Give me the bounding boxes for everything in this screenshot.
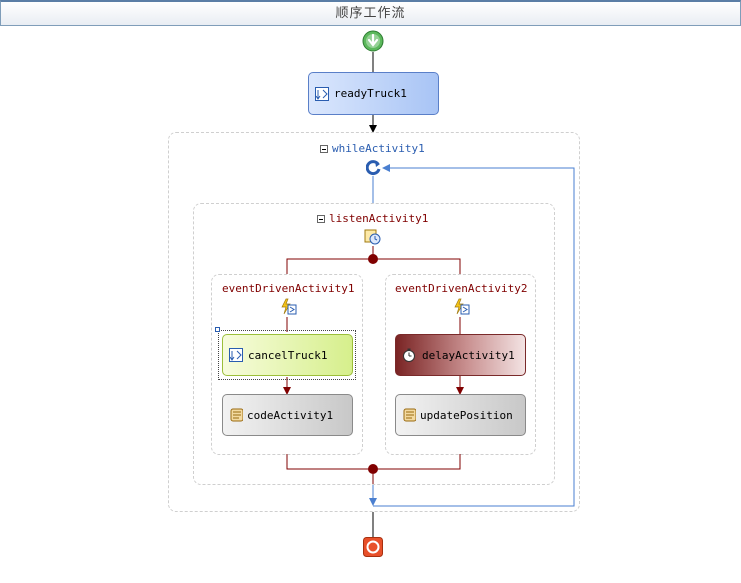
external-event-icon xyxy=(229,348,243,362)
cancel-truck-selection-frame xyxy=(218,330,356,380)
delay-activity[interactable]: delayActivity1 xyxy=(395,334,526,376)
loop-arrow-icon xyxy=(365,160,382,176)
workflow-title-bar: 顺序工作流 xyxy=(0,0,741,26)
event-driven-activity-2-label[interactable]: eventDrivenActivity2 xyxy=(395,282,528,295)
listen-icon xyxy=(364,228,382,246)
listen-activity-container[interactable] xyxy=(193,203,555,485)
collapse-icon[interactable] xyxy=(320,145,328,153)
cancel-truck-label: cancelTruck1 xyxy=(248,348,328,362)
ready-truck-label: readyTruck1 xyxy=(334,87,407,100)
event-lightning-icon xyxy=(279,298,297,316)
update-position-activity[interactable]: updatePosition xyxy=(395,394,526,436)
while-activity-header[interactable]: whileActivity1 xyxy=(320,142,425,155)
code-scroll-icon xyxy=(403,408,416,422)
selection-handle[interactable] xyxy=(215,327,220,332)
stopwatch-icon xyxy=(403,348,415,362)
code-scroll-icon xyxy=(230,408,243,422)
code-activity[interactable]: codeActivity1 xyxy=(222,394,353,436)
delay-activity-label: delayActivity1 xyxy=(422,348,515,362)
start-arrow-icon xyxy=(362,30,384,52)
listen-activity-label: listenActivity1 xyxy=(329,212,429,225)
listen-activity-header[interactable]: listenActivity1 xyxy=(317,212,428,225)
ready-truck-activity[interactable]: readyTruck1 xyxy=(308,72,439,115)
code-activity-label: codeActivity1 xyxy=(247,408,334,422)
stop-icon xyxy=(363,537,383,557)
cancel-truck-activity[interactable]: cancelTruck1 xyxy=(222,334,353,376)
event-lightning-icon xyxy=(452,298,470,316)
external-event-icon xyxy=(315,86,329,101)
event-driven-activity-2-container[interactable] xyxy=(385,274,536,455)
event-driven-activity-1-container[interactable] xyxy=(211,274,363,455)
while-activity-label: whileActivity1 xyxy=(332,142,425,155)
update-position-label: updatePosition xyxy=(420,408,513,422)
workflow-title: 顺序工作流 xyxy=(335,6,406,21)
while-activity-container[interactable] xyxy=(168,132,580,512)
collapse-icon[interactable] xyxy=(317,215,325,223)
event-driven-activity-1-label[interactable]: eventDrivenActivity1 xyxy=(222,282,355,295)
